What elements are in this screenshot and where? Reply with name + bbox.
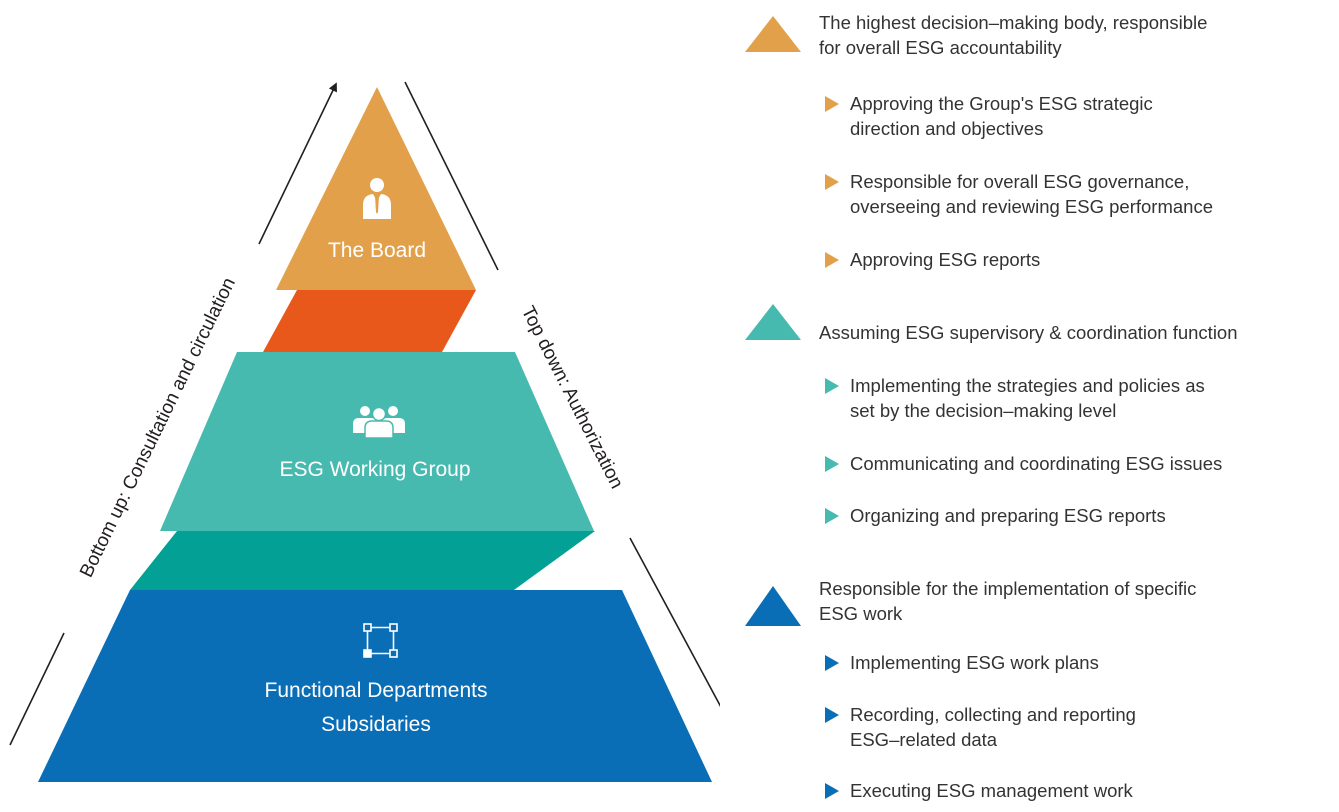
bullet-line: set by the decision–making level	[850, 400, 1117, 421]
bullet-line: Implementing ESG work plans	[850, 652, 1099, 673]
level-working-group-panel: Assuming ESG supervisory & coordination …	[745, 298, 1339, 528]
tier-board-label: The Board	[328, 239, 426, 262]
bullet-line: Communicating and coordinating ESG issue…	[850, 453, 1223, 474]
bullet-line: overseeing and reviewing ESG performance	[850, 196, 1213, 217]
tier-departments-label-line-2: Subsidaries	[321, 713, 431, 736]
teal-triangle-icon	[745, 304, 801, 340]
bullet-line: ESG–related data	[850, 729, 998, 750]
level-departments-description: Responsible for the implementation of sp…	[819, 576, 1339, 626]
level-board-header: The highest decision–making body, respon…	[745, 10, 1339, 62]
triangle-bullet-icon	[825, 655, 839, 671]
group-icon	[353, 406, 405, 439]
triangle-bullet-icon	[825, 783, 839, 799]
triangle-bullet-icon	[825, 707, 839, 723]
level-working-group-header: Assuming ESG supervisory & coordination …	[745, 298, 1339, 350]
bullet-line: Approving ESG reports	[850, 249, 1041, 270]
blue-triangle-icon	[745, 586, 801, 626]
tier-departments-label-line-1: Functional Departments	[265, 679, 488, 702]
list-item: Approving the Group's ESG strategic dire…	[745, 91, 1339, 141]
list-item: Recording, collecting and reporting ESG–…	[745, 702, 1339, 752]
list-item: Implementing the strategies and policies…	[745, 373, 1339, 423]
list-item: Organizing and preparing ESG reports	[745, 503, 1339, 528]
triangle-bullet-icon	[825, 378, 839, 394]
bullet-line: Approving the Group's ESG strategic	[850, 93, 1153, 114]
level-board-description: The highest decision–making body, respon…	[819, 10, 1339, 60]
level-departments-description-line: Responsible for the implementation of sp…	[819, 578, 1197, 599]
level-board-description-line: for overall ESG accountability	[819, 37, 1062, 58]
triangle-bullet-icon	[825, 508, 839, 524]
triangle-bullet-icon	[825, 174, 839, 190]
level-working-group-description-line: Assuming ESG supervisory & coordination …	[819, 322, 1238, 343]
org-structure-icon	[363, 623, 398, 658]
list-item: Communicating and coordinating ESG issue…	[745, 451, 1339, 476]
triangle-bullet-icon	[825, 456, 839, 472]
orange-triangle-icon	[745, 16, 801, 52]
level-departments-description-line: ESG work	[819, 603, 903, 624]
list-item: Implementing ESG work plans	[745, 650, 1339, 675]
level-departments-header: Responsible for the implementation of sp…	[745, 576, 1339, 628]
connector-working-departments	[130, 531, 595, 590]
tier-functional-departments	[38, 590, 712, 782]
top-down-arrow-upper	[404, 81, 499, 271]
top-down-arrow-lower	[629, 537, 720, 707]
bullet-line: Responsible for overall ESG governance,	[850, 171, 1190, 192]
bullet-line: Executing ESG management work	[850, 780, 1133, 801]
level-board-panel: The highest decision–making body, respon…	[745, 10, 1339, 272]
triangle-bullet-icon	[825, 96, 839, 112]
bullet-line: Organizing and preparing ESG reports	[850, 505, 1166, 526]
bullet-line: Implementing the strategies and policies…	[850, 375, 1205, 396]
level-working-group-description: Assuming ESG supervisory & coordination …	[819, 320, 1339, 345]
list-item: Approving ESG reports	[745, 247, 1339, 272]
level-departments-panel: Responsible for the implementation of sp…	[745, 576, 1339, 803]
bottom-up-arrow-lower	[9, 632, 65, 746]
bottom-up-arrow-upper	[258, 82, 337, 245]
bullet-line: direction and objectives	[850, 118, 1044, 139]
bullet-line: Recording, collecting and reporting	[850, 704, 1136, 725]
person-icon	[363, 178, 391, 219]
list-item: Responsible for overall ESG governance, …	[745, 169, 1339, 219]
esg-governance-pyramid: The Board ESG Working Group Functional D…	[9, 81, 720, 782]
list-item: Executing ESG management work	[745, 778, 1339, 803]
tier-esg-working-group-label: ESG Working Group	[279, 458, 470, 481]
connector-board-working	[263, 290, 476, 352]
tier-esg-working-group	[160, 352, 594, 531]
level-board-description-line: The highest decision–making body, respon…	[819, 12, 1208, 33]
triangle-bullet-icon	[825, 252, 839, 268]
